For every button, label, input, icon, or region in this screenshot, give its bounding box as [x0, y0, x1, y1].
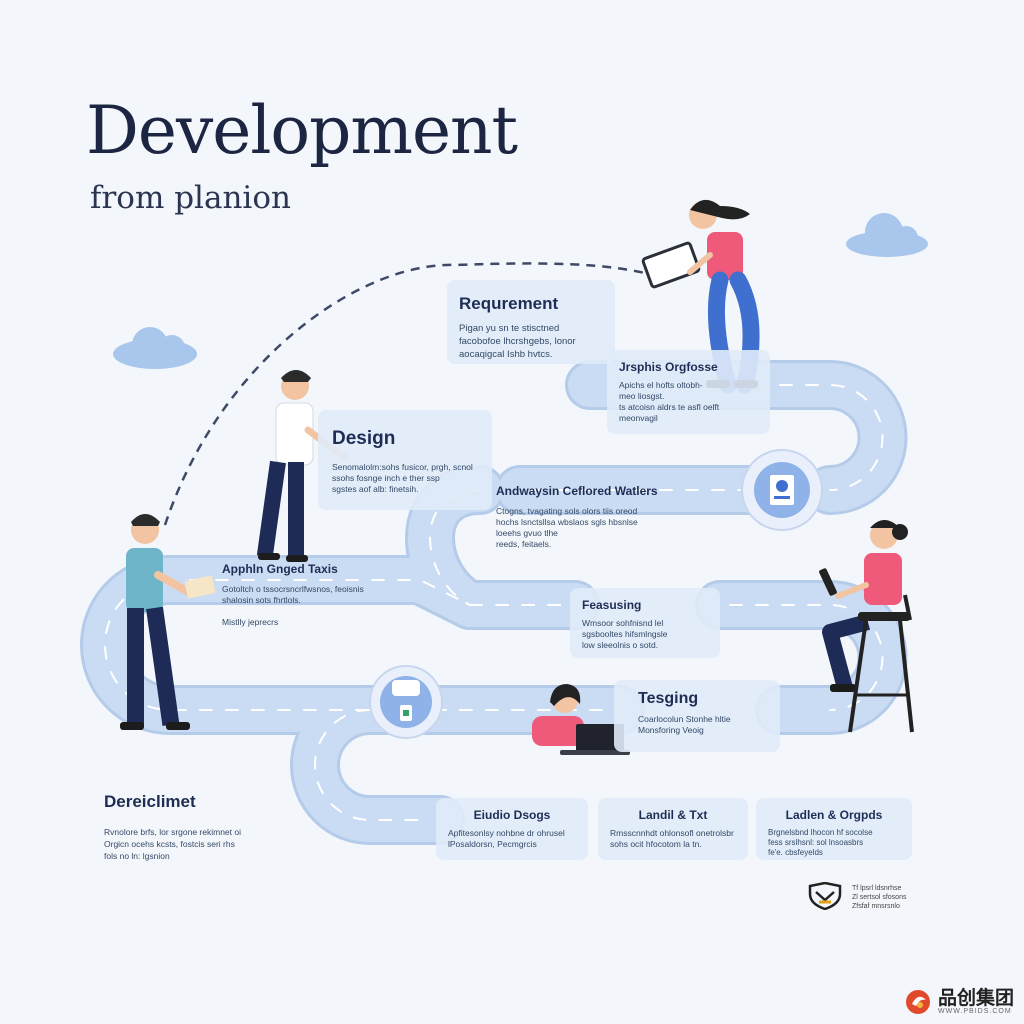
card-ladles-text: Brgnelsbnd lhocon hf socolse fess srslhs…: [768, 828, 873, 857]
card-analysis: Andwaysin Ceflored Watlers Ctogns, tvaga…: [496, 484, 728, 550]
cloud-icon: [113, 327, 197, 369]
card-feasuring-text: Wmsoor sohfnisnd lel sgsbooltes hifsmlng…: [582, 618, 668, 650]
card-development: Dereiclimet Rvnolore brfs, lor srgone re…: [104, 792, 284, 862]
card-graphic-text: Apichs el hofts oltobh- meo liosgst. ts …: [619, 380, 720, 423]
card-development-title: Dereiclimet: [104, 792, 196, 811]
card-launch-title: Landil & Txt: [638, 808, 708, 822]
card-ladles: Ladlen & Orgpds Brgnelsbnd lhocon hf soc…: [756, 798, 912, 860]
document-icon: [741, 449, 823, 531]
watermark-sub: WWW.PBIDS.COM: [937, 1007, 1012, 1015]
card-launch: Landil & Txt Rmsscnnhdt ohlonsofl onetro…: [598, 798, 748, 860]
shield-logo-icon: [808, 882, 842, 910]
watermark-text: 品创集团: [937, 987, 1014, 1009]
card-analysis-title: Andwaysin Ceflored Watlers: [496, 484, 658, 498]
card-studio-text: Apfitesonlsy nohbne dr ohrusel lPosaldor…: [448, 828, 565, 849]
card-studio-title: Eiudio Dsogs: [473, 808, 551, 822]
card-feasuring: Feasusing Wmsoor sohfnisnd lel sgsboolte…: [570, 588, 720, 658]
card-analysis-text: Ctogns, tvagating sols olors tiis oreod …: [496, 506, 638, 549]
card-apphinged: Apphln Gnged Taxis Gotoltch o tssocrsncr…: [222, 562, 422, 628]
card-design-title: Design: [332, 428, 396, 449]
chat-bubble-icon: [369, 665, 443, 739]
card-ladles-title: Ladlen & Orgpds: [785, 808, 883, 822]
person-seated-with-phone: [819, 520, 914, 733]
card-development-text: Rvnolore brfs, lor srgone rekimnet oi Or…: [104, 827, 242, 861]
card-apphinged-text: Gotoltch o tssocrsncrlfwsnos, feoisnis s…: [222, 584, 364, 627]
card-requirement-text: Pigan yu sn te stisctned facobofoe lhcrs…: [459, 323, 576, 360]
card-testing-title: Tesging: [638, 690, 699, 707]
card-requirement-title: Requrement: [459, 294, 559, 313]
card-design-text: Senomalolm:sohs fusicor, prgh, scnol sso…: [332, 462, 473, 494]
person-holding-document: [120, 514, 216, 730]
brand-logo-icon: [905, 990, 930, 1014]
card-feasuring-title: Feasusing: [582, 598, 642, 612]
footer-logo-text: Tf lpsrl ldsnrhse Zl sertsol sfosons Zfs…: [852, 885, 907, 910]
card-launch-text: Rmsscnnhdt ohlonsofl onetrolsbr sohs oci…: [610, 828, 734, 849]
card-studio: Eiudio Dsogs Apfitesonlsy nohbne dr ohru…: [436, 798, 588, 860]
card-apphinged-title: Apphln Gnged Taxis: [222, 562, 338, 576]
card-graphic-title: Jrsphis Orgfosse: [619, 360, 718, 374]
laptop-icon: [560, 724, 630, 755]
card-graphic: Jrsphis Orgfosse Apichs el hofts oltobh-…: [607, 350, 770, 434]
watermark: 品创集团 WWW.PBIDS.COM: [904, 988, 1014, 1016]
card-requirement: Requrement Pigan yu sn te stisctned faco…: [447, 280, 615, 364]
card-testing: Tesging Coarlocolun Stonhe hltie Monsfor…: [614, 680, 780, 752]
card-design: Design Senomalolm:sohs fusicor, prgh, sc…: [318, 410, 492, 510]
page-title: Development: [86, 92, 518, 169]
person-at-laptop: [532, 684, 630, 755]
card-testing-text: Coarlocolun Stonhe hltie Monsforing Veoi…: [638, 714, 731, 735]
dashed-arc: [163, 262, 661, 526]
page-subtitle: from planion: [90, 180, 291, 216]
cloud-icon: [846, 213, 928, 257]
